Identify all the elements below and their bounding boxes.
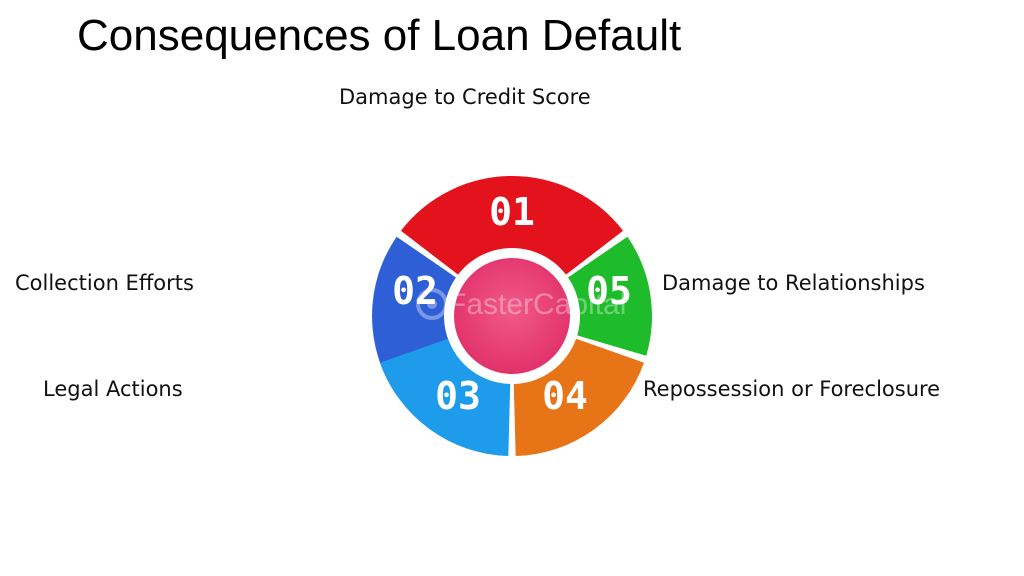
- segment-number-04: 04: [542, 374, 588, 418]
- segment-number-02: 02: [392, 269, 438, 313]
- segment-04: [513, 338, 644, 456]
- segment-number-05: 05: [586, 269, 632, 313]
- watermark-logo: [416, 288, 448, 320]
- segment-number-01: 01: [489, 190, 535, 234]
- watermark-text: FasterCapital: [448, 288, 626, 321]
- segment-label-05: Damage to Relationships: [662, 271, 925, 295]
- segment-03: [380, 338, 511, 456]
- segment-05: [568, 236, 652, 356]
- page-title: Consequences of Loan Default: [77, 11, 682, 60]
- segment-label-04: Repossession or Foreclosure: [643, 377, 941, 401]
- segment-01: [400, 176, 624, 275]
- segment-number-03: 03: [435, 374, 481, 418]
- center-circle: [454, 258, 570, 374]
- segment-label-02: Collection Efforts: [15, 271, 194, 295]
- segment-label-03: Legal Actions: [43, 377, 183, 401]
- segment-label-01: Damage to Credit Score: [339, 85, 591, 109]
